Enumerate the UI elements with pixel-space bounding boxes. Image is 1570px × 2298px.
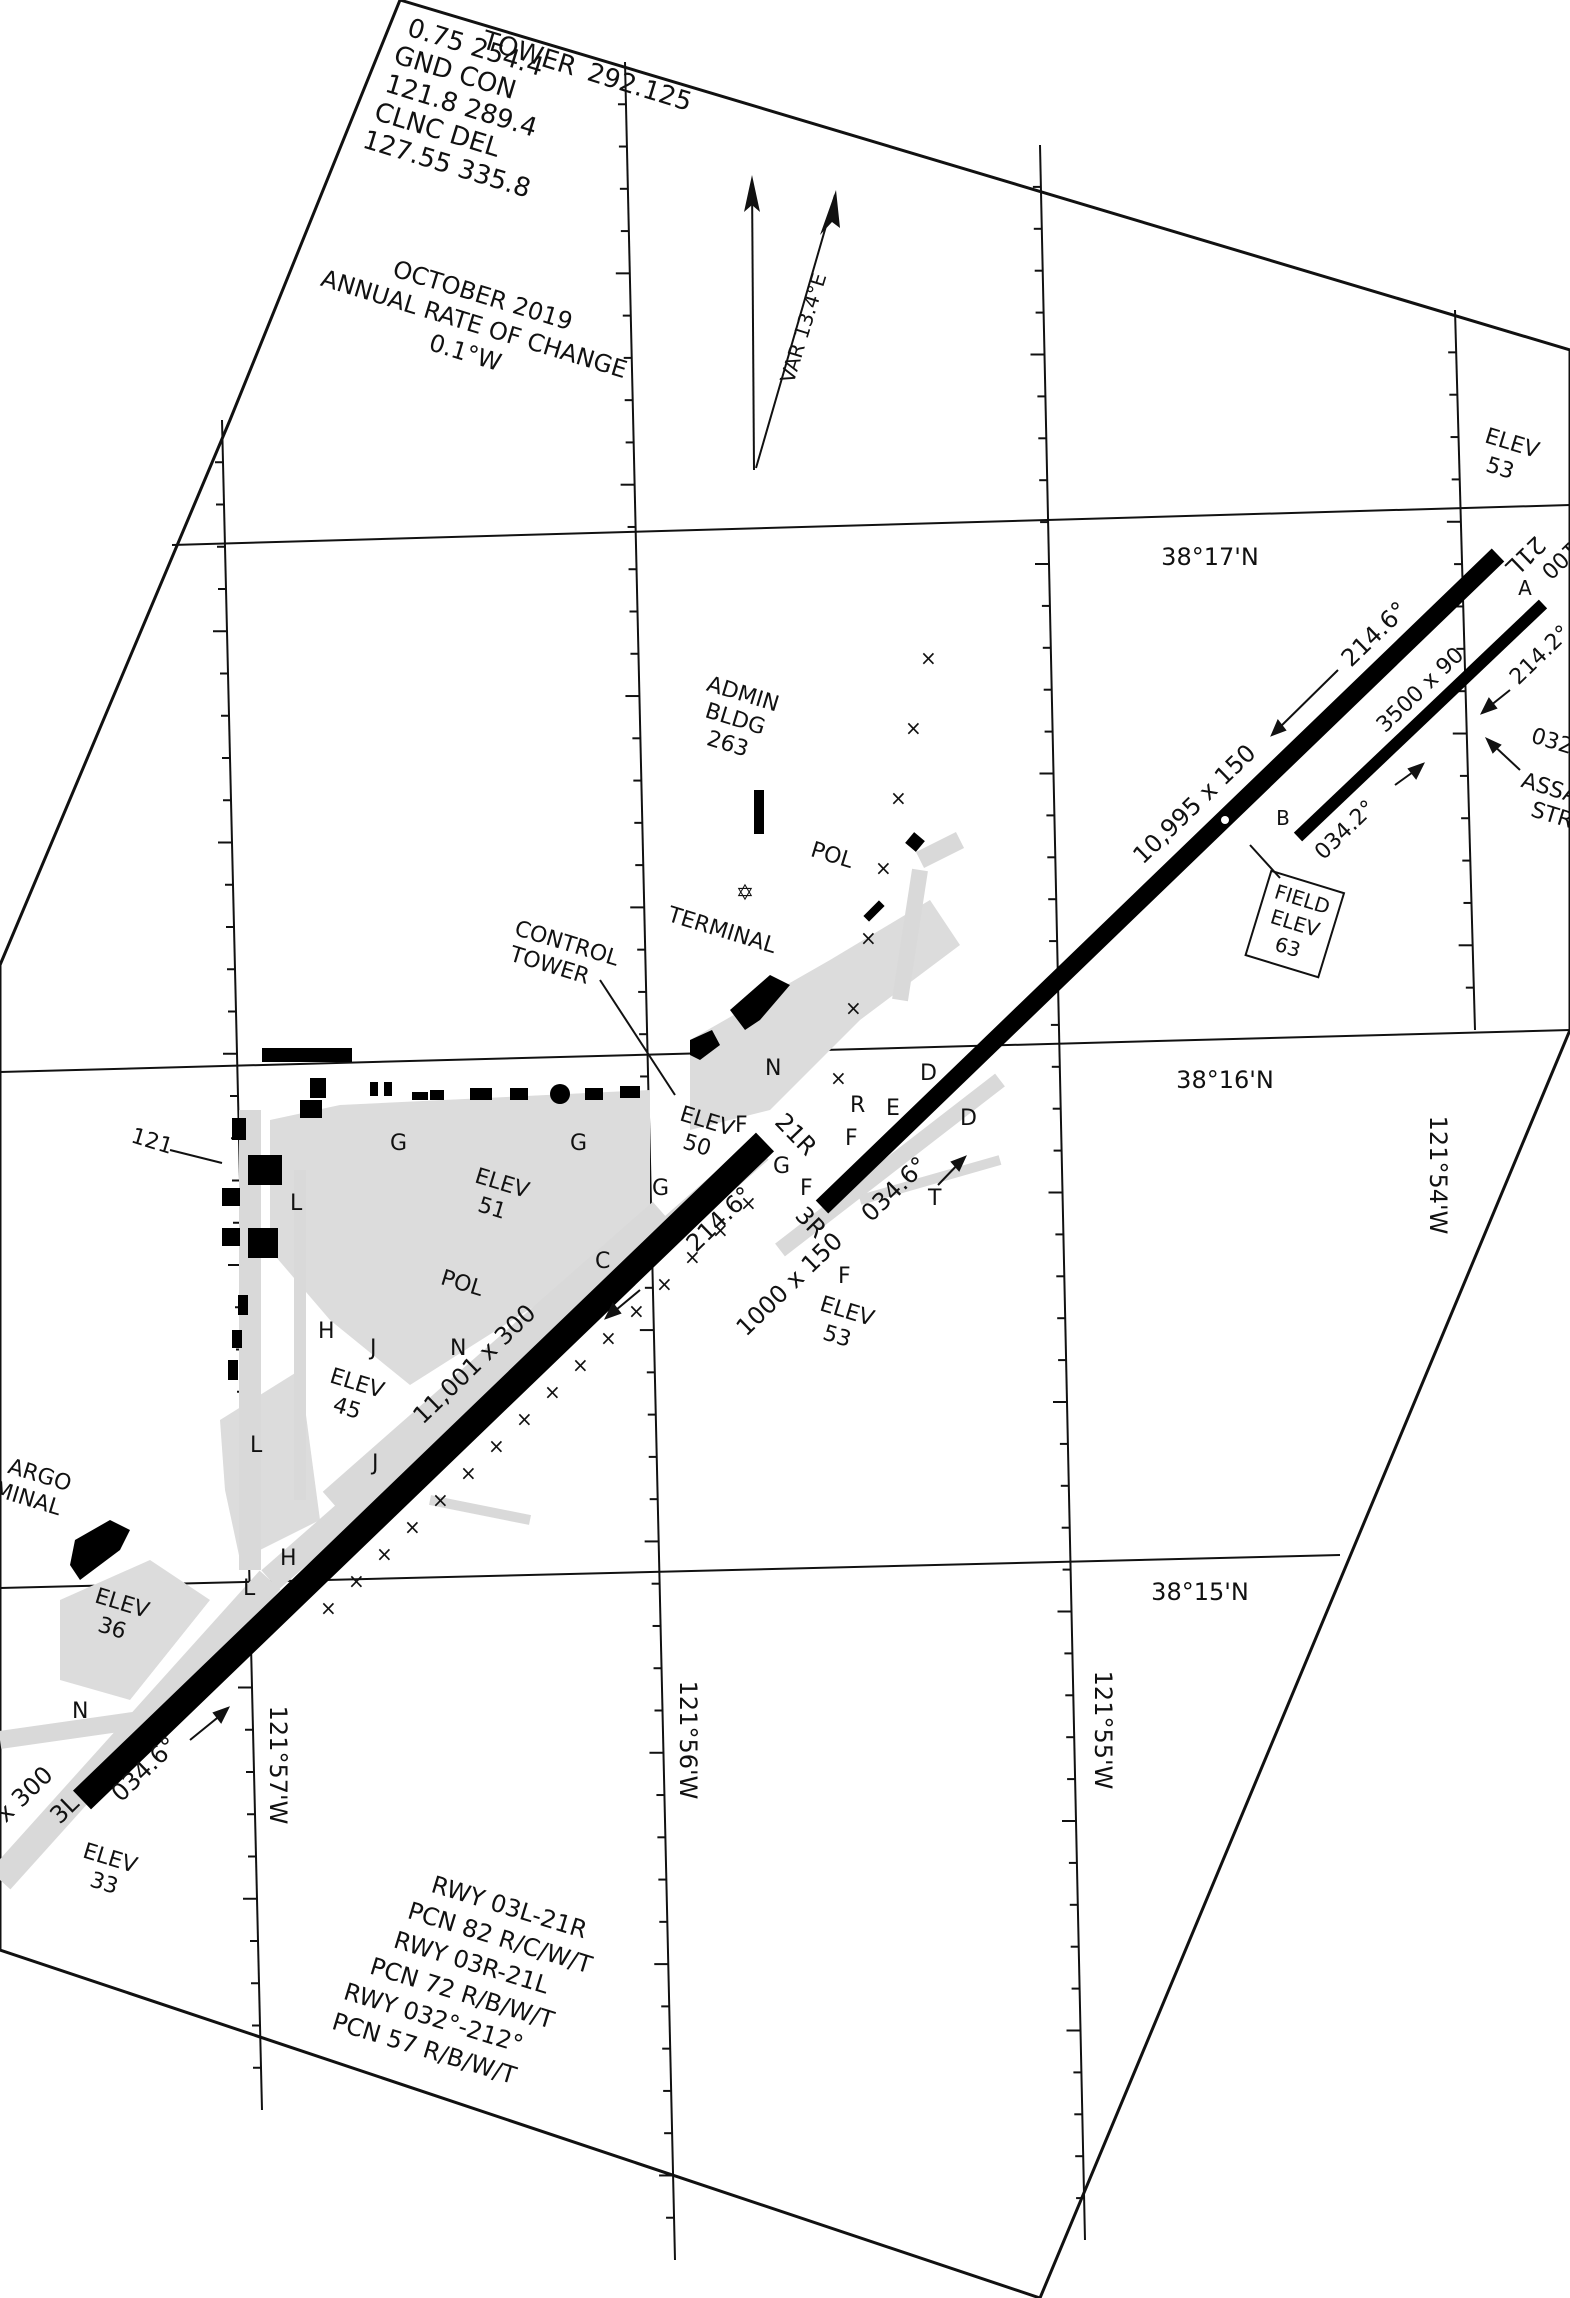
beacon-icon: ✡ xyxy=(736,881,754,906)
tower-freq: 292.125 xyxy=(584,58,696,118)
taxiway-h-4: G xyxy=(773,1154,790,1179)
runway-edge-mark: × xyxy=(572,1353,589,1377)
admin-building-label: ADMIN BLDG 263 xyxy=(702,672,782,763)
runways xyxy=(72,548,1548,1810)
taxiway-c: C xyxy=(595,1249,610,1274)
taxiway-h-1: G xyxy=(390,1131,407,1156)
cargo-terminal-label: ARGO MINAL xyxy=(0,1454,74,1521)
taxiway-r: R xyxy=(850,1093,865,1118)
runway-edge-mark: × xyxy=(544,1380,561,1404)
runway-edge-mark: × xyxy=(348,1569,365,1593)
terminal-label: TERMINAL xyxy=(664,902,780,959)
latitude-38-17: 38°17'N xyxy=(1161,543,1259,571)
longitude-121-54: 121°54'W xyxy=(1424,1116,1452,1235)
taxiway-d-2: D xyxy=(960,1106,977,1131)
frequency-block: TOWER 292.125 0.75 254.4 GND CON 121.8 2… xyxy=(359,13,696,204)
taxiway-h-3: G xyxy=(652,1176,669,1201)
magnetic-variation: VAR 13.4°E xyxy=(775,270,831,386)
taxiway-t: T xyxy=(927,1186,942,1211)
taxiway-h-2: G xyxy=(570,1131,587,1156)
runway-edge-mark: × xyxy=(684,1245,701,1269)
runway-edge-mark: × xyxy=(830,1066,847,1090)
rwy-032-end-a: A xyxy=(1518,576,1532,600)
runway-edge-mark: × xyxy=(890,786,907,810)
taxiway-l-1: L xyxy=(290,1191,303,1216)
runway-edge-mark: × xyxy=(860,926,877,950)
runway-edge-mark: × xyxy=(905,716,922,740)
longitude-121-57: 121°57'W xyxy=(264,1706,292,1825)
building-121-label: 121 xyxy=(128,1124,175,1160)
rwy-032-heading-low: 034.2° xyxy=(1310,796,1381,865)
runway-edge-mark: × xyxy=(376,1542,393,1566)
pcn-block: RWY 03L-21R PCN 82 R/C/W/T RWY 03R-21L P… xyxy=(329,1870,596,2090)
runway-edge-mark: × xyxy=(920,646,937,670)
elev-value-45: 45 xyxy=(330,1393,364,1425)
runway-lighting-marks: × × × × × × × × × × × × × × × × × × × × × × × xyxy=(320,646,937,1620)
taxiway-e: E xyxy=(886,1096,900,1121)
latitude-38-16: 38°16'N xyxy=(1176,1066,1274,1094)
longitude-121-56: 121°56'W xyxy=(674,1681,702,1800)
taxiway-g-1: F xyxy=(735,1113,748,1138)
runway-edge-mark: × xyxy=(712,1218,729,1242)
runway-032-212 xyxy=(1293,599,1548,842)
control-tower-label: CONTROL TOWER xyxy=(506,916,623,989)
runway-edge-mark: × xyxy=(740,1191,757,1215)
heading-arrows xyxy=(189,669,1521,1741)
runway-03L-21R xyxy=(72,1132,775,1810)
runway-edge-mark: × xyxy=(432,1488,449,1512)
taxiway-letters: G G G G C N N N J J H H L L L F F F R E … xyxy=(72,1056,977,1724)
north-arrows xyxy=(744,175,840,471)
rwy-21l-end: 21L xyxy=(1500,530,1551,581)
taxiway-d-1: D xyxy=(920,1061,937,1086)
rwy-032-end-b: B xyxy=(1276,806,1290,830)
taxiway-k-2: H xyxy=(280,1546,297,1571)
rwy-032-heading-partial: 032 xyxy=(1528,724,1570,760)
taxiway-g-2: F xyxy=(800,1176,813,1201)
runway-edge-mark: × xyxy=(404,1515,421,1539)
taxiway-f: F xyxy=(845,1126,858,1151)
magnetic-info: OCTOBER 2019 ANNUAL RATE OF CHANGE 0.1°W xyxy=(318,255,631,384)
latitude-38-15: 38°15'N xyxy=(1151,1578,1249,1606)
runway-edge-mark: × xyxy=(516,1407,533,1431)
taxiway-l-2: L xyxy=(250,1433,263,1458)
elev-value-53: 53 xyxy=(820,1321,854,1353)
taxiway-j-1: J xyxy=(368,1336,377,1361)
runway-edge-mark: × xyxy=(488,1434,505,1458)
taxiway-n-2: N xyxy=(72,1699,88,1724)
runway-edge-mark: × xyxy=(875,856,892,880)
taxiways xyxy=(0,831,1005,1890)
runway-edge-mark: × xyxy=(460,1461,477,1485)
runway-edge-mark: × xyxy=(320,1596,337,1620)
runway-edge-mark: × xyxy=(628,1299,645,1323)
runway-03R-21L xyxy=(815,548,1505,1214)
pol-label-top: POL xyxy=(808,838,857,875)
taxiway-n-1: N xyxy=(450,1336,466,1361)
field-elevation-box: FIELD ELEV 63 xyxy=(1244,869,1346,979)
rwy-21l-heading: 214.6° xyxy=(1336,596,1414,672)
runway-edge-mark: × xyxy=(600,1326,617,1350)
elev-value-53-top: 53 xyxy=(1483,453,1517,485)
taxiway-l-3: L xyxy=(243,1576,256,1601)
taxiway-j-2: J xyxy=(370,1451,379,1476)
buildings xyxy=(70,790,925,1580)
taxiway-n-3: N xyxy=(765,1056,781,1081)
runway-centerpoint xyxy=(1221,816,1229,824)
taxiway-g-3: F xyxy=(838,1264,851,1289)
longitude-121-55: 121°55'W xyxy=(1089,1671,1117,1790)
taxiway-k-1: H xyxy=(318,1319,335,1344)
runway-edge-mark: × xyxy=(845,996,862,1020)
runway-edge-mark: × xyxy=(656,1272,673,1296)
